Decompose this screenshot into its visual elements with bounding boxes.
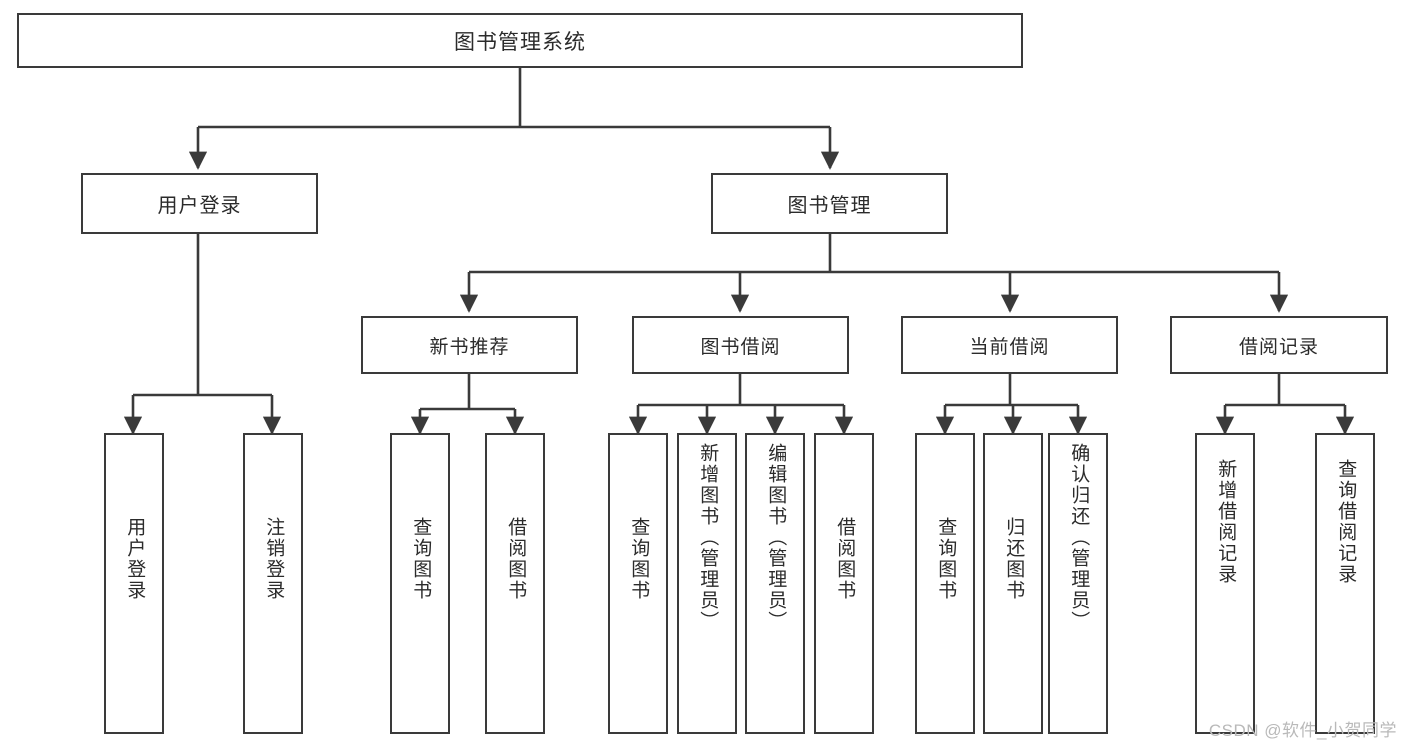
node-leaf-current-query-book-label: 查询图书 [935,517,957,601]
node-new-book-recommend[interactable]: 新书推荐 [361,316,578,374]
node-leaf-current-return-book-label: 归还图书 [1003,517,1025,601]
node-leaf-borrow-borrow-book-label: 借阅图书 [834,517,856,601]
node-leaf-borrow-borrow-book[interactable]: 借阅图书 [814,433,874,734]
node-book-borrow[interactable]: 图书借阅 [632,316,849,374]
node-book-management-label: 图书管理 [787,195,872,217]
node-leaf-record-add-record[interactable]: 新增借阅记录 [1195,433,1255,734]
node-borrow-record[interactable]: 借阅记录 [1170,316,1388,374]
node-leaf-newbook-borrow-book[interactable]: 借阅图书 [485,433,545,734]
node-leaf-newbook-borrow-book-label: 借阅图书 [505,517,527,601]
node-leaf-logout[interactable]: 注销登录 [243,433,303,734]
node-leaf-current-query-book[interactable]: 查询图书 [915,433,975,734]
node-leaf-borrow-add-book-label: 新增图书（管理员） [697,443,719,632]
node-leaf-borrow-query-book[interactable]: 查询图书 [608,433,668,734]
node-new-book-recommend-label: 新书推荐 [429,336,510,358]
node-leaf-borrow-add-book[interactable]: 新增图书（管理员） [677,433,737,734]
node-leaf-borrow-edit-book-label: 编辑图书（管理员） [765,443,787,632]
node-user-login[interactable]: 用户登录 [81,173,318,234]
node-leaf-current-confirm-return-label: 确认归还（管理员） [1068,443,1090,632]
node-book-borrow-label: 图书借阅 [700,336,781,358]
node-leaf-user-login[interactable]: 用户登录 [104,433,164,734]
node-leaf-current-return-book[interactable]: 归还图书 [983,433,1043,734]
node-user-login-label: 用户登录 [157,195,242,217]
watermark-csdn: CSDN @软件_小贺同学 [1208,721,1397,740]
node-leaf-user-login-label: 用户登录 [124,517,146,601]
node-current-borrow-label: 当前借阅 [969,336,1050,358]
node-leaf-newbook-query-book[interactable]: 查询图书 [390,433,450,734]
node-leaf-borrow-query-book-label: 查询图书 [628,517,650,601]
node-borrow-record-label: 借阅记录 [1238,336,1319,358]
node-leaf-record-add-record-label: 新增借阅记录 [1215,459,1237,585]
node-current-borrow[interactable]: 当前借阅 [901,316,1118,374]
node-leaf-record-query-record-label: 查询借阅记录 [1335,459,1357,585]
node-root-label: 图书管理系统 [454,30,586,54]
node-leaf-current-confirm-return[interactable]: 确认归还（管理员） [1048,433,1108,734]
node-leaf-newbook-query-book-label: 查询图书 [410,517,432,601]
node-leaf-record-query-record[interactable]: 查询借阅记录 [1315,433,1375,734]
node-leaf-logout-label: 注销登录 [263,517,285,601]
node-book-management[interactable]: 图书管理 [711,173,948,234]
node-root-book-management-system[interactable]: 图书管理系统 [17,13,1023,68]
node-leaf-borrow-edit-book[interactable]: 编辑图书（管理员） [745,433,805,734]
